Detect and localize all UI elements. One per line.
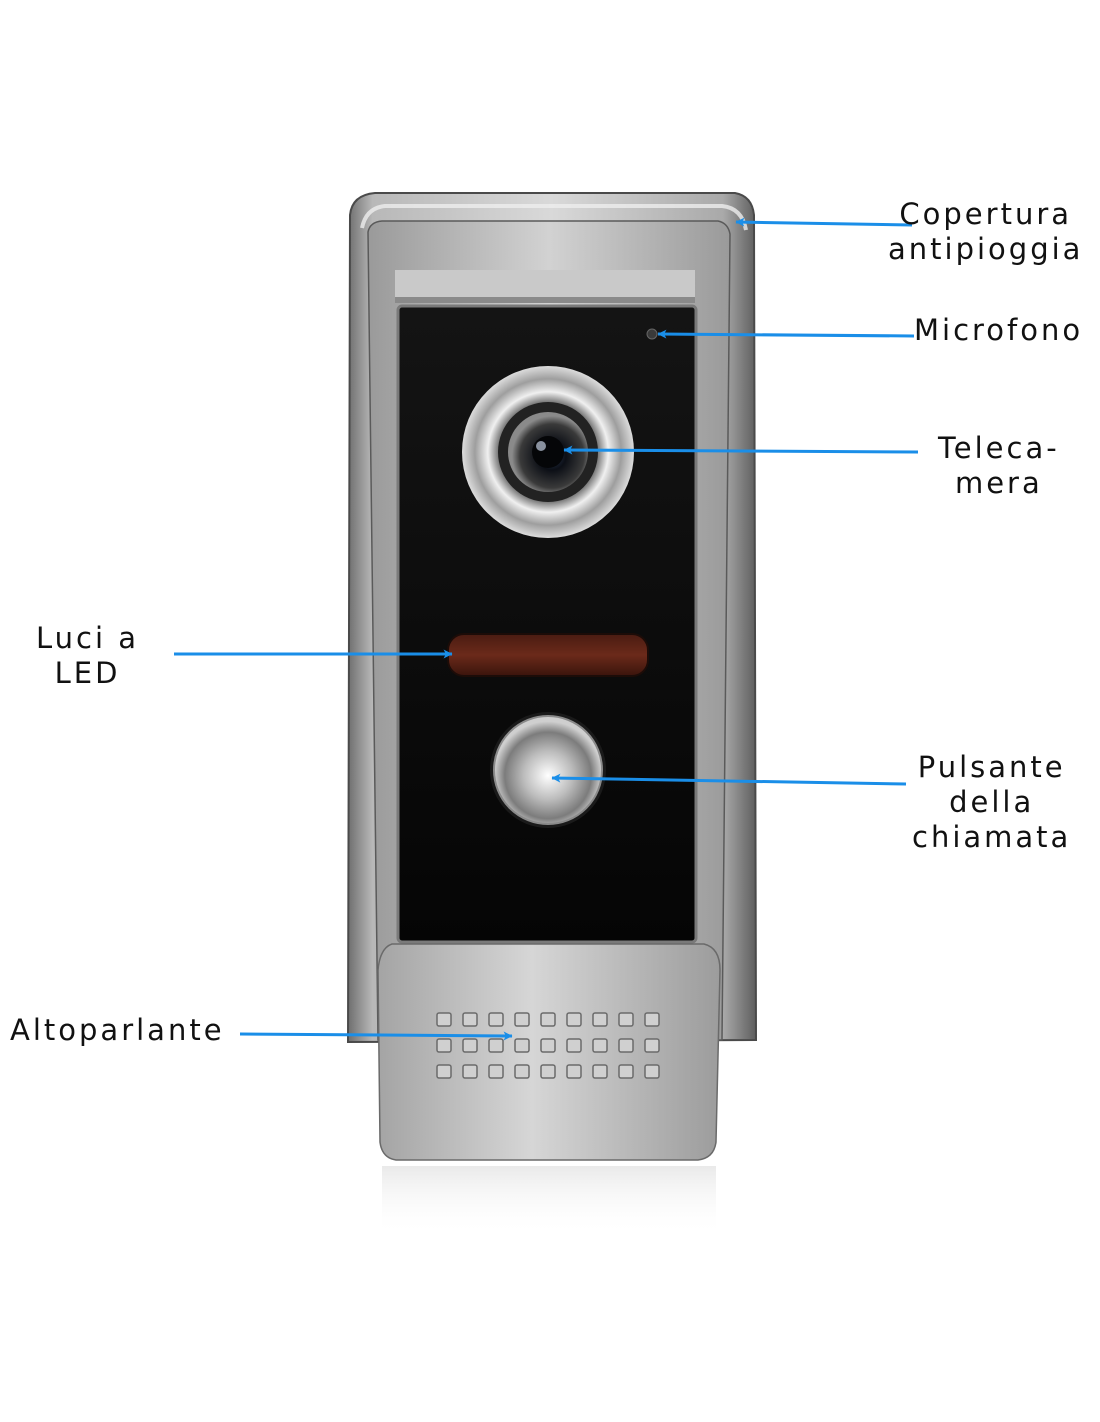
speaker-hole <box>618 1064 634 1079</box>
label-speaker: Altoparlante <box>10 1013 225 1048</box>
speaker-hole <box>592 1012 608 1027</box>
speaker-hole <box>644 1012 660 1027</box>
label-speaker-line-1: Altoparlante <box>10 1013 225 1047</box>
speaker-hole <box>592 1064 608 1079</box>
arrow-call-button <box>551 773 907 786</box>
arrow-microphone <box>657 329 915 339</box>
speaker-hole <box>566 1012 582 1027</box>
speaker-hole <box>462 1012 478 1027</box>
camera <box>462 366 634 538</box>
label-led-lights-line-2: LED <box>54 656 121 690</box>
speaker-hole <box>566 1064 582 1079</box>
speaker-hole <box>644 1064 660 1079</box>
label-led-lights: Luci a LED <box>36 621 139 691</box>
arrow-camera <box>563 445 919 455</box>
arrow-rain-cover <box>735 217 913 227</box>
label-camera: Teleca- mera <box>938 431 1060 501</box>
label-microphone: Microfono <box>914 313 1083 348</box>
arrow-speaker <box>239 1031 513 1041</box>
led-light-strip <box>447 633 649 677</box>
call-button <box>490 712 606 828</box>
label-call-button-line-1: Pulsante <box>917 750 1066 784</box>
callout-arrows <box>174 217 919 1041</box>
label-rain-cover: Copertura antipioggia <box>888 197 1083 267</box>
speaker-hole <box>540 1064 556 1079</box>
speaker-hole <box>618 1038 634 1053</box>
speaker-hole <box>436 1064 452 1079</box>
microphone-hole <box>646 328 658 340</box>
speaker-hole <box>514 1012 530 1027</box>
speaker-hole <box>514 1064 530 1079</box>
speaker-hole <box>436 1038 452 1053</box>
label-call-button: Pulsante della chiamata <box>912 750 1071 855</box>
speaker-hole <box>488 1038 504 1053</box>
speaker-hole <box>618 1012 634 1027</box>
speaker-hole <box>488 1064 504 1079</box>
label-call-button-line-2: della <box>949 785 1035 819</box>
label-camera-line-1: Teleca- <box>938 431 1060 465</box>
speaker-grille <box>436 1012 660 1079</box>
speaker-hole <box>540 1012 556 1027</box>
label-call-button-line-3: chiamata <box>912 820 1072 854</box>
speaker-hole <box>488 1012 504 1027</box>
speaker-section <box>377 943 721 1161</box>
label-microphone-line-1: Microfono <box>914 313 1084 347</box>
speaker-hole <box>592 1038 608 1053</box>
speaker-hole <box>462 1038 478 1053</box>
speaker-hole <box>644 1038 660 1053</box>
speaker-hole <box>436 1012 452 1027</box>
speaker-hole <box>514 1038 530 1053</box>
device-reflection <box>382 1166 716 1236</box>
label-camera-line-2: mera <box>954 466 1043 500</box>
label-rain-cover-line-2: antipioggia <box>888 232 1084 266</box>
speaker-hole <box>566 1038 582 1053</box>
label-rain-cover-line-1: Copertura <box>899 197 1073 231</box>
speaker-hole <box>540 1038 556 1053</box>
label-led-lights-line-1: Luci a <box>36 621 140 655</box>
speaker-hole <box>462 1064 478 1079</box>
